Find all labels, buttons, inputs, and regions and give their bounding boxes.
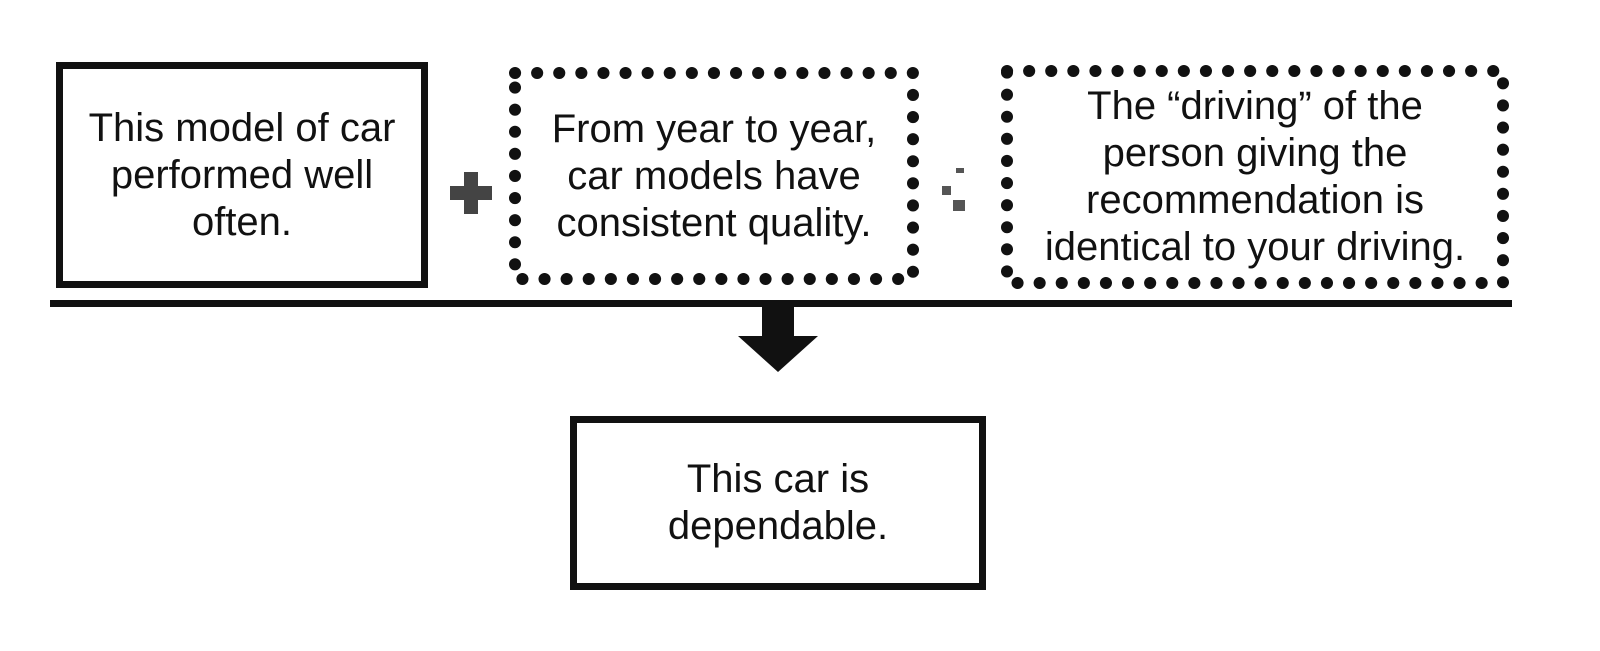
arrow-down-icon — [738, 306, 818, 372]
premise-text-2: From year to year, car models have consi… — [551, 106, 877, 245]
plus-icon — [450, 172, 492, 214]
premise-box-3: The “driving” of the person giving the r… — [1000, 64, 1510, 290]
inference-line — [50, 300, 1512, 307]
premise-box-2: From year to year, car models have consi… — [508, 66, 920, 286]
dotted-border — [509, 67, 919, 285]
conclusion-text: This car is dependable. — [667, 457, 889, 548]
dotted-border — [1001, 65, 1509, 289]
conclusion-box: This car is dependable. — [570, 416, 986, 590]
premise-text-3: The “driving” of the person giving the r… — [1044, 84, 1466, 269]
premise-text-1: This model of car performed well often. — [88, 105, 396, 244]
premise-box-1: This model of car performed well often. — [56, 62, 428, 288]
therefore-icon — [942, 168, 965, 211]
